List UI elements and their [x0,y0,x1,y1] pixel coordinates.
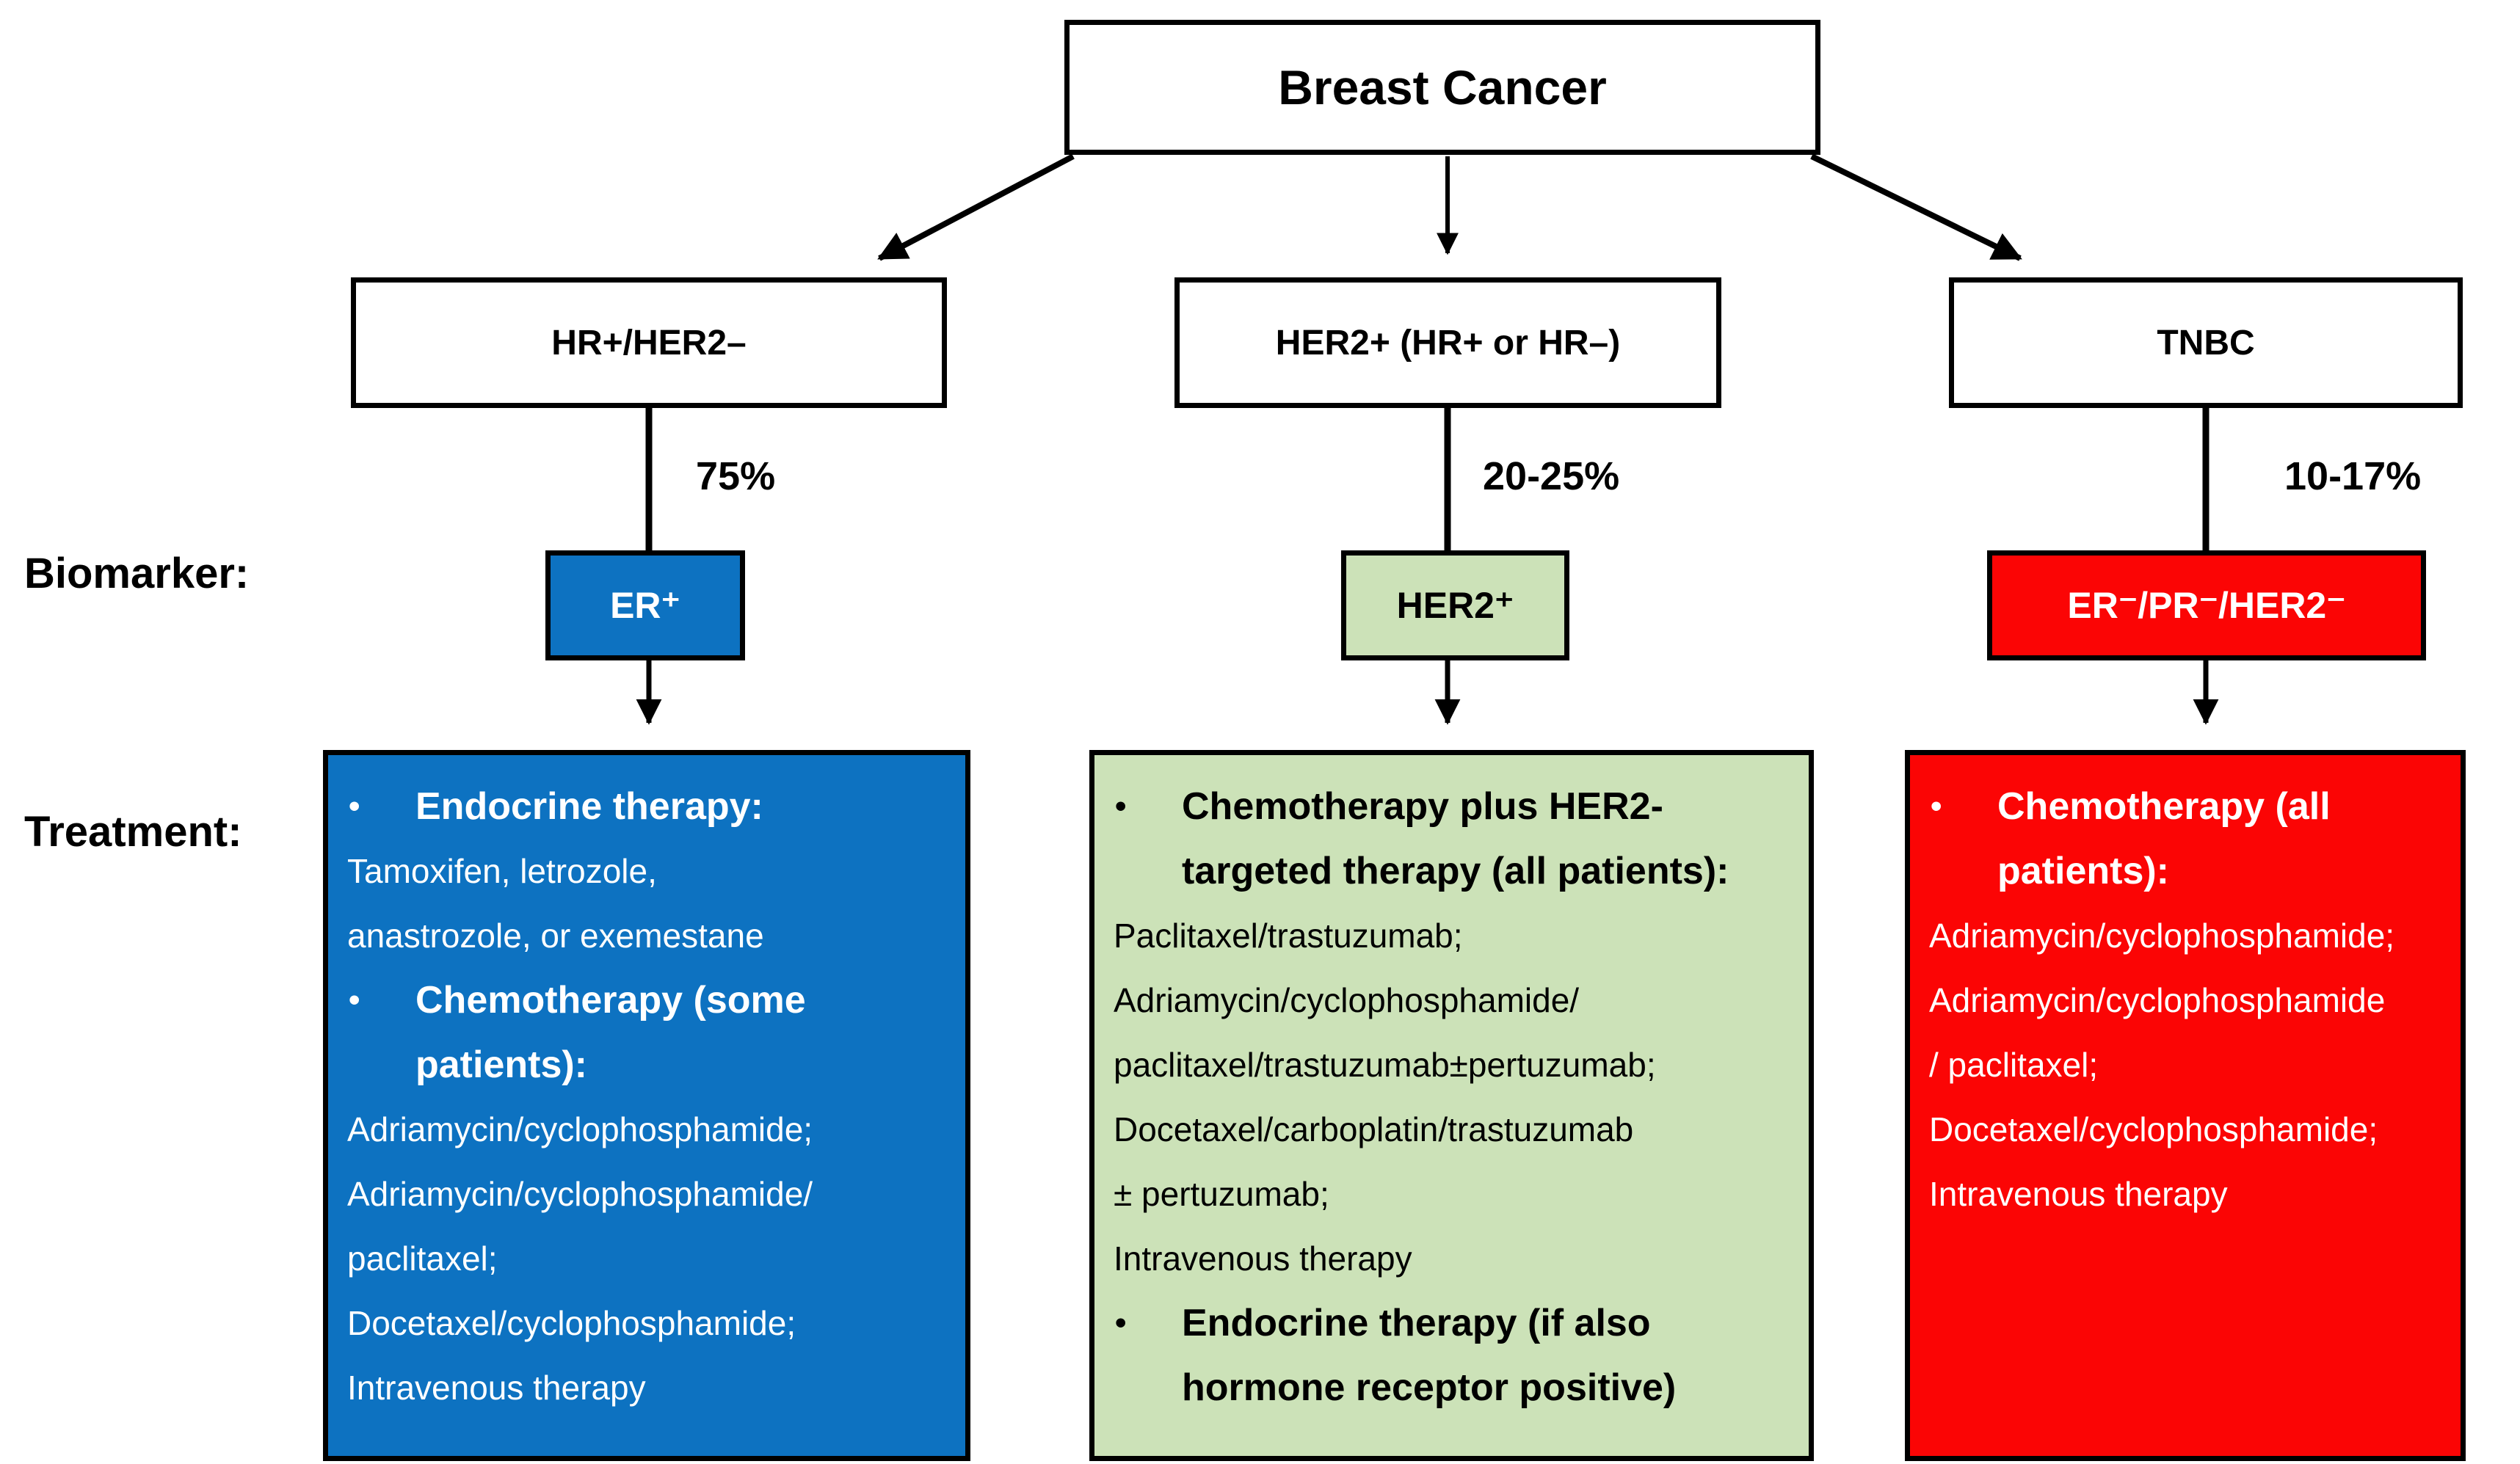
treatment-detail-line: Docetaxel/cyclophosphamide; [1929,1110,2378,1148]
root-node-breast-cancer: Breast Cancer [1064,20,1820,155]
treatment-detail-line: paclitaxel; [347,1239,498,1278]
treatment-row-label: Treatment: [24,808,242,856]
treatment-detail-line: Adriamycin/cyclophosphamide/ [347,1175,813,1213]
bullet-icon: • [1115,788,1127,824]
treatment-detail-line: Adriamycin/cyclophosphamide/ [1114,981,1580,1019]
treatment-bullet-item: • Chemotherapy (all patients): [1920,774,2450,903]
treatment-detail-line: anastrozole, or exemestane [347,917,764,955]
treatment-bullet-text: Endocrine therapy (if also hormone recep… [1182,1302,1677,1409]
subtype-label: HR+/HER2– [551,323,747,363]
subtype-label: TNBC [2157,323,2255,363]
treatment-detail-line: Docetaxel/carboplatin/trastuzumab [1114,1110,1634,1148]
prevalence-label: 10-17% [2284,454,2422,498]
biomarker-label: ER⁻/PR⁻/HER2⁻ [2067,585,2346,626]
diagram-title: Breast Cancer [1278,60,1607,114]
treatment-bullet-item: • Endocrine therapy: [338,774,955,839]
subtype-label: HER2+ (HR+ or HR–) [1275,323,1621,363]
treatment-bullet-text: Chemotherapy (some patients): [415,979,806,1086]
biomarker-node-triple-negative: ER⁻/PR⁻/HER2⁻ [1987,550,2426,660]
treatment-bullet-text: Chemotherapy plus HER2-targeted therapy … [1182,785,1729,892]
treatment-bullet-item: • Endocrine therapy (if also hormone rece… [1105,1291,1798,1420]
biomarker-label: HER2⁺ [1396,585,1514,626]
bullet-icon: • [1115,1305,1127,1341]
treatment-detail-line: Adriamycin/cyclophosphamide; [1929,917,2395,955]
treatment-bullet-text: Chemotherapy (all patients): [1997,785,2331,892]
bullet-icon: • [349,982,360,1018]
treatment-detail-line: Docetaxel/cyclophosphamide; [347,1304,796,1342]
prevalence-label: 20-25% [1483,454,1620,498]
treatment-detail-line: Paclitaxel/trastuzumab; [1114,917,1463,955]
treatment-node-tnbc: • Chemotherapy (all patients): Adriamycin/… [1905,750,2466,1461]
biomarker-row-label: Biomarker: [24,550,250,597]
biomarker-label: ER⁺ [610,585,680,626]
treatment-detail-line: paclitaxel/trastuzumab±pertuzumab; [1114,1046,1656,1084]
subtype-node-hr-pos-her2-neg: HR+/HER2– [351,277,947,408]
treatment-detail-line: ± pertuzumab; [1114,1175,1329,1213]
prevalence-label: 75% [696,454,776,498]
treatment-bullet-item: • Chemotherapy (some patients): [338,968,955,1097]
treatment-bullet-text: Endocrine therapy: [415,785,763,828]
bullet-icon: • [1931,788,1942,824]
subtype-node-tnbc: TNBC [1949,277,2463,408]
treatment-detail-line: Intravenous therapy [1114,1239,1412,1278]
treatment-detail-line: Adriamycin/cyclophosphamide; [347,1110,813,1148]
subtype-node-her2-pos: HER2+ (HR+ or HR–) [1174,277,1721,408]
treatment-bullet-item: • Chemotherapy plus HER2-targeted therapy… [1105,774,1798,903]
treatment-detail-line: / paclitaxel; [1929,1046,2099,1084]
treatment-detail-line: Adriamycin/cyclophosphamide [1929,981,2386,1019]
treatment-detail-line: Intravenous therapy [347,1369,646,1407]
treatment-node-hr-pos-her2-neg: • Endocrine therapy: Tamoxifen, letrozole,… [323,750,970,1461]
treatment-node-her2-pos: • Chemotherapy plus HER2-targeted therapy… [1089,750,1814,1461]
treatment-detail-line: Intravenous therapy [1929,1175,2228,1213]
treatment-detail-line: Tamoxifen, letrozole, [347,852,657,890]
biomarker-node-er-positive: ER⁺ [545,550,745,660]
bullet-icon: • [349,788,360,824]
biomarker-node-her2-positive: HER2⁺ [1341,550,1569,660]
